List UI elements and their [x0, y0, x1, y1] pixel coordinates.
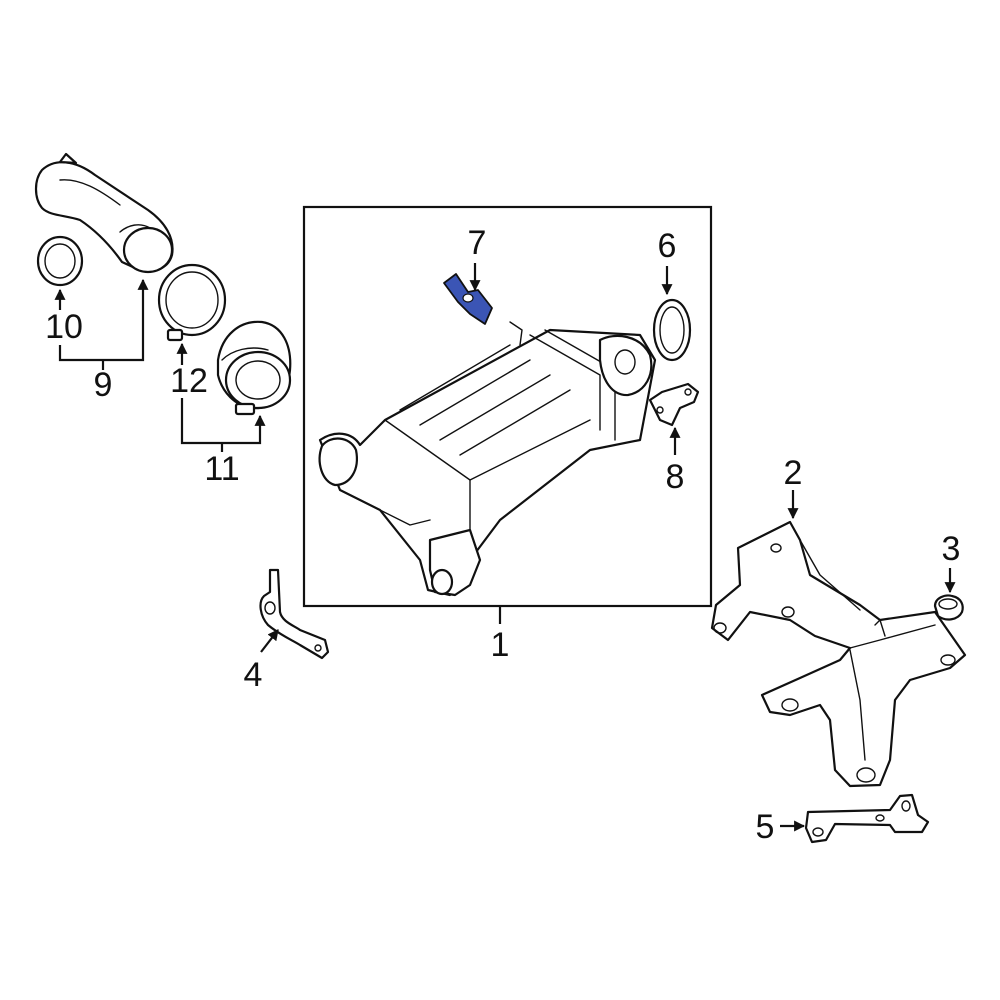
callout-12: 12	[170, 362, 208, 400]
callout-1: 1	[491, 626, 510, 664]
callout-5: 5	[756, 808, 775, 846]
o-ring-6[interactable]	[652, 298, 692, 362]
grommet-3[interactable]	[933, 594, 964, 621]
callout-3: 3	[942, 530, 961, 568]
intake-hose[interactable]	[34, 152, 174, 274]
hose-11[interactable]	[216, 320, 292, 416]
callout-7: 7	[468, 224, 487, 262]
callout-9: 9	[94, 366, 113, 404]
callout-10: 10	[45, 308, 83, 346]
callout-labels: 1 2 3 4 5 6 7 8 9 10 11 12	[45, 224, 960, 846]
bracket-4[interactable]	[259, 568, 330, 660]
sensor-8[interactable]	[648, 382, 700, 427]
mounting-frame-2[interactable]	[710, 520, 967, 788]
callout-2: 2	[784, 454, 803, 492]
hose-clamp-12[interactable]	[157, 263, 227, 342]
callout-8: 8	[666, 458, 685, 496]
assembly-box	[302, 205, 713, 608]
callout-4: 4	[244, 656, 263, 694]
callout-6: 6	[658, 227, 677, 265]
intercooler[interactable]	[318, 321, 657, 597]
seal-ring-10[interactable]	[36, 235, 84, 287]
callout-11: 11	[204, 450, 239, 488]
bracket-5[interactable]	[804, 793, 930, 844]
leader-lines	[54, 263, 956, 832]
bracket-7[interactable]	[443, 273, 493, 325]
